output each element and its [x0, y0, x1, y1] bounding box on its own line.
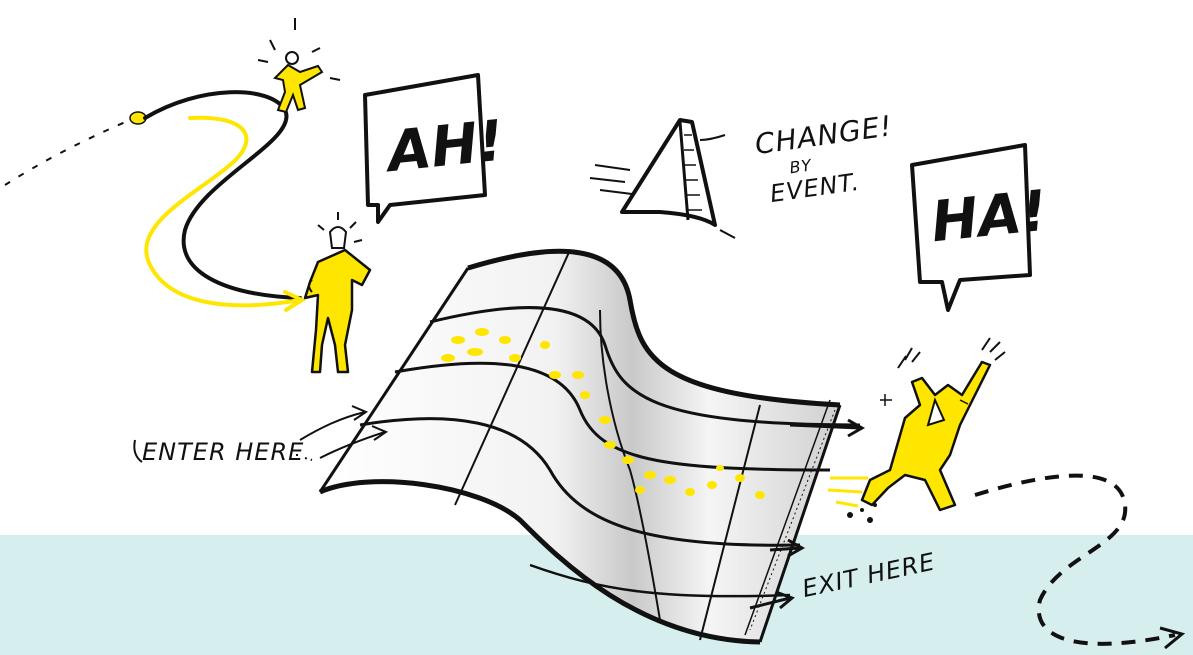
bubble-right-text: HA!: [928, 179, 1050, 256]
dashed-exit-loop: [975, 476, 1175, 644]
enter-label: ENTER HERE: [142, 438, 304, 466]
black-path-curve: [145, 92, 300, 298]
change-label-line1: CHANGE!: [753, 109, 895, 161]
exit-arrow-head: [1160, 628, 1182, 648]
bell-icon: [590, 120, 735, 238]
change-label-line3: EVENT.: [768, 168, 861, 208]
exit-label: EXIT HERE: [800, 548, 938, 603]
yellow-path-curve: [146, 118, 300, 306]
surprised-figure-icon: [305, 212, 370, 372]
dotted-trail-left: [5, 120, 130, 185]
wavy-sheet: [320, 250, 862, 642]
speech-bubble-right: HA!: [912, 145, 1050, 310]
bubble-left-text: AH!: [381, 108, 507, 185]
speech-bubble-left: AH!: [365, 75, 507, 222]
